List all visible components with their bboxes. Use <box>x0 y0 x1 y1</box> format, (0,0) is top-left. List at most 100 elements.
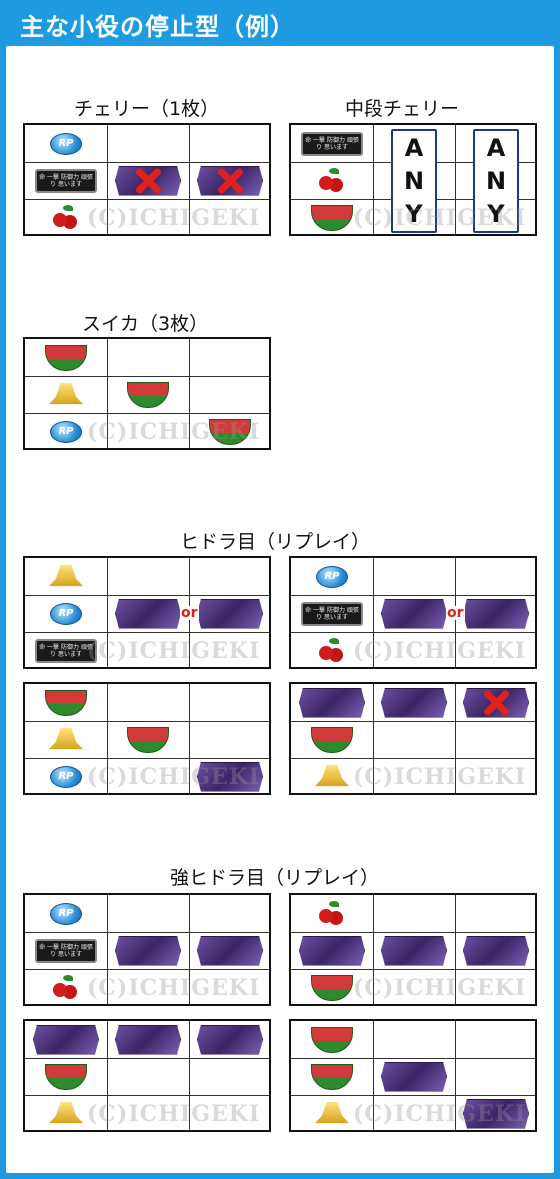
watermark: (C)ICHIGEKI <box>87 975 261 1001</box>
reel-cell <box>25 969 107 1006</box>
hydra-symbol-icon <box>381 598 447 629</box>
hydra-symbol-icon <box>115 598 181 629</box>
reel-cell <box>189 162 271 199</box>
grid-divider <box>291 721 535 722</box>
grid-divider <box>25 199 269 200</box>
watermelon-icon <box>311 204 353 231</box>
grid-divider <box>189 895 190 1004</box>
reel-cell <box>291 1021 373 1058</box>
grid-divider <box>291 969 535 970</box>
board-symbol-icon: 命 一撃 防御力 頑張り 思います <box>301 601 363 626</box>
section-title-middle-cherry: 中段チェリー <box>345 98 460 120</box>
hydra-symbol-icon <box>197 598 263 629</box>
grid-divider <box>107 895 108 1004</box>
reel-cell <box>291 162 373 199</box>
grid-divider <box>107 339 108 448</box>
reel-cell <box>25 684 107 721</box>
reel-cell <box>189 595 271 632</box>
grid-divider <box>25 758 269 759</box>
reel-cell: RP <box>25 595 107 632</box>
grid-divider <box>291 632 535 633</box>
reel-cell <box>373 595 455 632</box>
reel-cell <box>291 199 373 236</box>
cherry-icon <box>315 900 349 927</box>
reel-cell <box>455 684 537 721</box>
grid-divider <box>373 558 374 667</box>
bell-icon <box>49 727 83 750</box>
hydra-symbol-icon <box>197 935 263 966</box>
grid-divider <box>25 1058 269 1059</box>
reel-cell <box>25 1058 107 1095</box>
replay-symbol-icon: RP <box>50 132 82 155</box>
hydra-symbol-icon <box>463 598 529 629</box>
reel-cell: 命 一撃 防御力 頑張り 思います <box>291 595 373 632</box>
watermark: (C)ICHIGEKI <box>353 764 527 790</box>
replay-symbol-icon: RP <box>50 420 82 443</box>
reel-cell: 命 一撃 防御力 頑張り 思います <box>291 125 373 162</box>
reel-cell <box>107 721 189 758</box>
reel-cell <box>107 932 189 969</box>
watermelon-icon <box>311 726 353 753</box>
reel-cell <box>25 1095 107 1132</box>
grid-divider <box>373 1021 374 1130</box>
reel-cell: 命 一撃 防御力 頑張り 思います <box>25 932 107 969</box>
section-title-strong-hydra: 強ヒドラ目（リプレイ） <box>170 867 380 889</box>
section-title-hydra: ヒドラ目（リプレイ） <box>180 531 371 553</box>
grid-divider <box>107 1021 108 1130</box>
hydra-symbol-icon <box>115 935 181 966</box>
grid-divider <box>291 595 535 596</box>
grid-divider <box>455 684 456 793</box>
page-title: 主な小役の停止型（例） <box>20 13 295 41</box>
reel-cell <box>373 932 455 969</box>
reel-cell <box>189 932 271 969</box>
grid-divider <box>25 376 269 377</box>
reel-cell: 命 一撃 防御力 頑張り 思います <box>25 162 107 199</box>
watermelon-icon <box>127 726 169 753</box>
reel-cell: RP <box>291 558 373 595</box>
reel-cell <box>291 969 373 1006</box>
watermelon-icon <box>311 974 353 1001</box>
reel-cell <box>455 1095 537 1132</box>
watermark: (C)ICHIGEKI <box>87 638 261 664</box>
hydra-symbol-icon <box>381 1061 447 1092</box>
any-letter: A <box>404 133 424 162</box>
reel-grid-hydra-4: (C)ICHIGEKI <box>289 682 537 795</box>
bell-icon <box>49 382 83 405</box>
reel-cell <box>25 376 107 413</box>
bell-icon <box>315 1101 349 1124</box>
grid-divider <box>291 1058 535 1059</box>
cherry-icon <box>49 974 83 1001</box>
reel-grid-suika: RP(C)ICHIGEKI <box>23 337 271 450</box>
grid-divider <box>455 125 456 234</box>
watermelon-icon <box>45 344 87 371</box>
or-label: or <box>446 605 465 621</box>
grid-divider <box>25 413 269 414</box>
reel-cell <box>455 932 537 969</box>
reel-cell <box>107 376 189 413</box>
reel-cell <box>25 339 107 376</box>
hydra-symbol-icon <box>381 687 447 718</box>
any-letter: Y <box>405 200 423 229</box>
grid-divider <box>373 895 374 1004</box>
replay-symbol-icon: RP <box>50 902 82 925</box>
watermelon-icon <box>45 1063 87 1090</box>
bell-icon <box>315 764 349 787</box>
grid-divider <box>25 969 269 970</box>
reel-cell <box>189 413 271 450</box>
watermark: (C)ICHIGEKI <box>87 205 261 231</box>
hydra-symbol-icon <box>299 935 365 966</box>
reel-cell <box>189 1021 271 1058</box>
cherry-icon <box>49 204 83 231</box>
grid-divider <box>189 339 190 448</box>
grid-divider <box>291 758 535 759</box>
grid-divider <box>25 932 269 933</box>
board-symbol-icon: 命 一撃 防御力 頑張り 思います <box>35 938 97 963</box>
grid-divider <box>107 684 108 793</box>
grid-divider <box>291 1095 535 1096</box>
reel-cell <box>107 162 189 199</box>
reel-cell <box>107 1021 189 1058</box>
any-letter: N <box>485 166 507 195</box>
reel-grid-strong-hydra-2: (C)ICHIGEKI <box>289 893 537 1006</box>
